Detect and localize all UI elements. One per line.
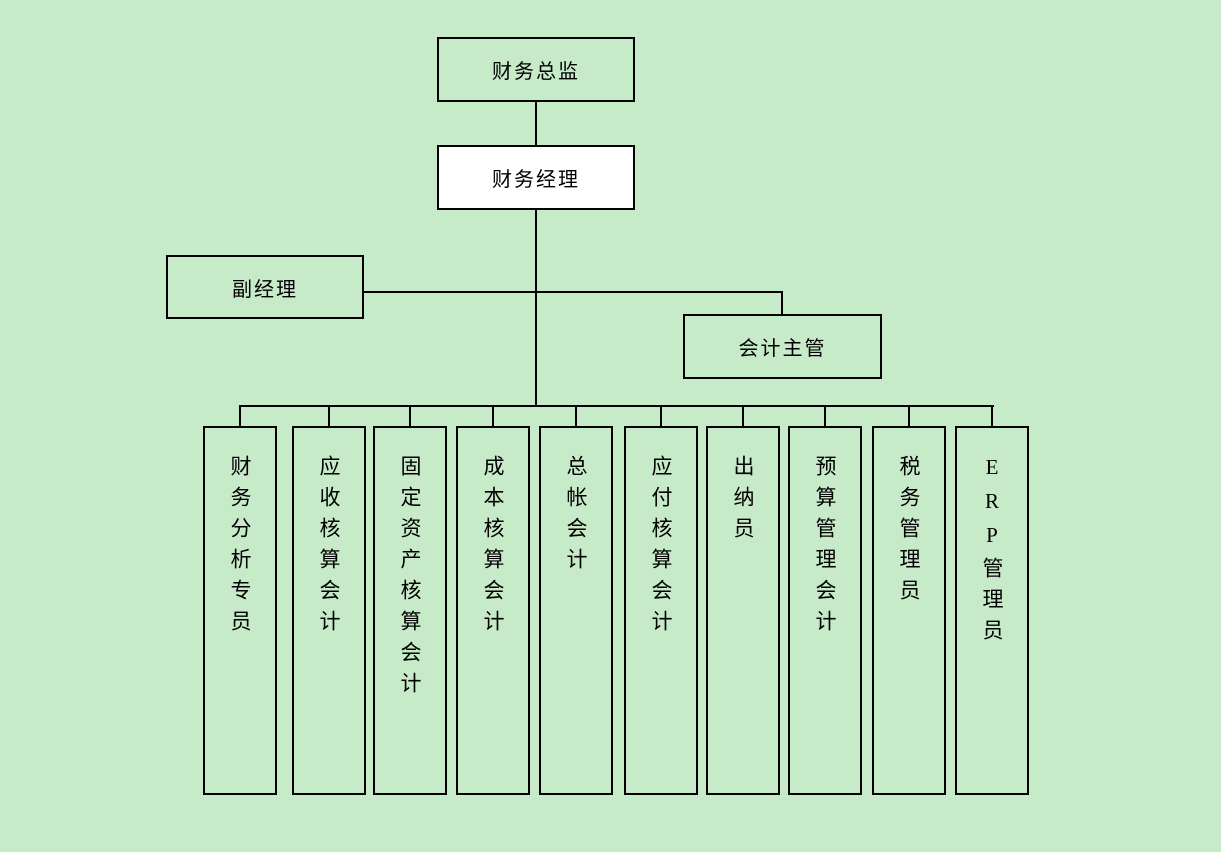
position-box[interactable]: 税务管理员 xyxy=(872,426,946,795)
node-finance-manager-label: 财务经理 xyxy=(492,169,580,191)
connector-stub xyxy=(908,405,910,427)
connector-director-to-manager xyxy=(535,102,537,145)
position-label: 应收核算会计 xyxy=(317,455,341,641)
connector-stub xyxy=(742,405,744,427)
node-accounting-supervisor-label: 会计主管 xyxy=(738,338,827,360)
position-box[interactable]: 应收核算会计 xyxy=(292,426,366,795)
position-label: ERP管理员 xyxy=(980,455,1004,650)
connector-stub xyxy=(824,405,826,427)
connector-manager-to-bus xyxy=(535,210,537,406)
position-label: 固定资产核算会计 xyxy=(398,455,422,703)
position-box[interactable]: 财务分析专员 xyxy=(203,426,277,795)
connector-stub xyxy=(492,405,494,427)
position-box[interactable]: 预算管理会计 xyxy=(788,426,862,795)
position-label: 预算管理会计 xyxy=(813,455,837,641)
position-box[interactable]: 固定资产核算会计 xyxy=(373,426,447,795)
connector-stub xyxy=(660,405,662,427)
connector-bottom-bus xyxy=(239,405,994,407)
connector-stub xyxy=(991,405,993,427)
connector-stub xyxy=(575,405,577,427)
node-finance-manager[interactable]: 财务经理 xyxy=(437,145,635,210)
position-box[interactable]: 成本核算会计 xyxy=(456,426,530,795)
position-box[interactable]: 应付核算会计 xyxy=(624,426,698,795)
connector-deputy-branch xyxy=(362,291,782,293)
node-deputy-manager[interactable]: 副经理 xyxy=(166,255,364,319)
connector-supervisor-drop xyxy=(781,291,783,315)
position-label: 财务分析专员 xyxy=(228,455,252,641)
position-label: 应付核算会计 xyxy=(649,455,673,641)
position-box[interactable]: 总帐会计 xyxy=(539,426,613,795)
connector-stub xyxy=(409,405,411,427)
node-accounting-supervisor[interactable]: 会计主管 xyxy=(683,314,882,379)
connector-stub xyxy=(239,405,241,427)
node-deputy-manager-label: 副经理 xyxy=(232,278,298,301)
position-label: 成本核算会计 xyxy=(481,455,505,641)
connector-stub xyxy=(328,405,330,427)
node-finance-director-label: 财务总监 xyxy=(492,61,580,83)
position-box[interactable]: 出纳员 xyxy=(706,426,780,795)
node-finance-director[interactable]: 财务总监 xyxy=(437,37,635,102)
position-label: 出纳员 xyxy=(731,455,755,548)
position-box[interactable]: ERP管理员 xyxy=(955,426,1029,795)
position-label: 总帐会计 xyxy=(564,455,588,579)
position-label: 税务管理员 xyxy=(897,455,921,610)
